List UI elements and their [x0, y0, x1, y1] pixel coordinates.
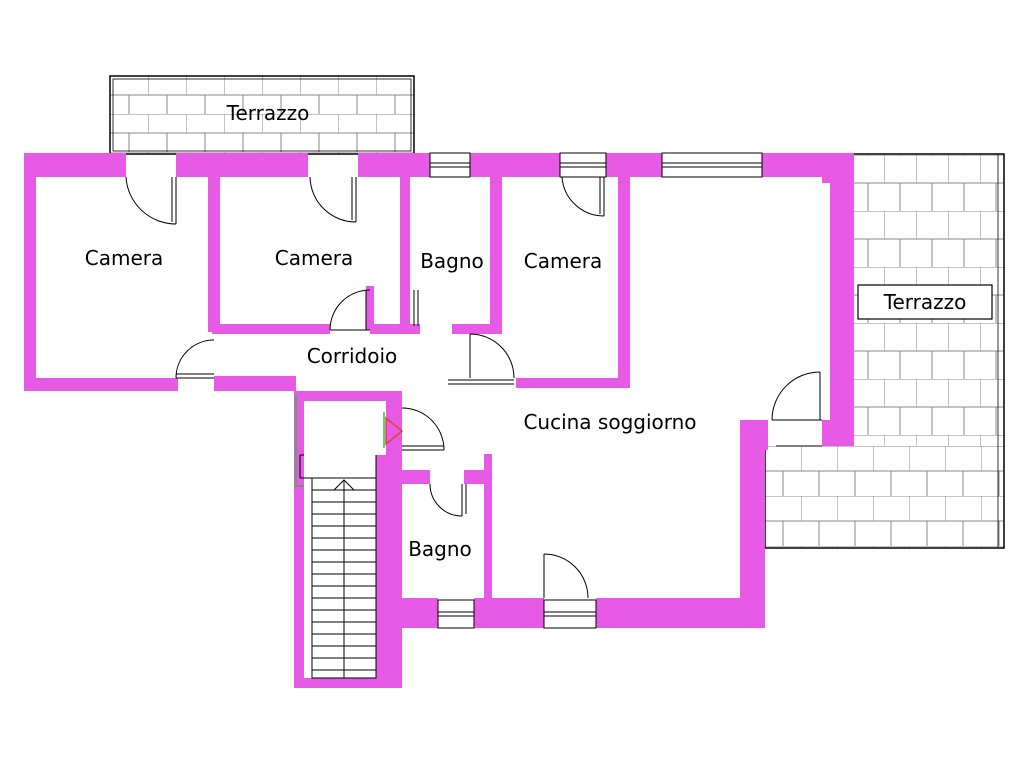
label-terrace-top: Terrazzo — [226, 101, 310, 125]
label-corridor: Corridoio — [307, 344, 398, 368]
terrace-right-label-box — [857, 284, 993, 320]
windows — [429, 152, 763, 629]
terrace-right — [764, 153, 1005, 549]
stairwell — [295, 395, 404, 679]
label-kitchen-living: Cucina soggiorno — [523, 410, 696, 434]
label-bathroom-top: Bagno — [420, 249, 484, 273]
label-bedroom-middle: Camera — [275, 246, 354, 270]
label-terrace-right: Terrazzo — [883, 290, 967, 314]
label-bedroom-left: Camera — [85, 246, 164, 270]
label-bathroom-bottom: Bagno — [408, 537, 472, 561]
walls — [24, 153, 854, 688]
label-bedroom-right: Camera — [524, 249, 603, 273]
terrace-top — [109, 75, 415, 155]
doors — [125, 176, 822, 599]
